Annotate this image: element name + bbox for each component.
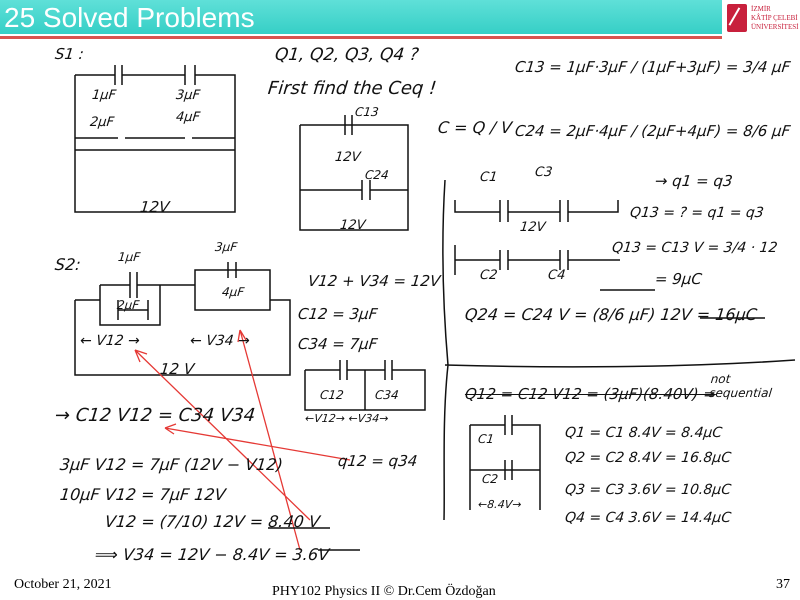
note-c1d: C1 [477,432,495,446]
note-c2a: 2μF [89,115,115,130]
note-c1a: 1μF [91,88,117,103]
note-c12: C12 = 3μF [297,305,379,323]
note-c34b: C34 [374,388,400,402]
note-r1: Q1 = C1 8.4V = 8.4μC [564,425,723,441]
circuit-c12-c34 [304,360,426,411]
title-bar: 25 Solved Problems [0,0,722,34]
note-c3b: C3 [534,165,554,180]
header-rule [0,36,722,39]
note-8.4v: ←8.4V→ [477,498,523,511]
note-q12-q34: q12 = q34 [337,452,419,470]
note-v34: ← V34 → [189,333,251,349]
note-q24: Q24 = C24 V = (8/6 μF) 12V = 16μC [464,305,759,324]
note-s2: S2: [54,255,82,274]
note-eq2: 3μF V12 = 7μF (12V − V12) [59,455,284,474]
underlines [268,289,765,551]
note-12v-b: 12V [334,150,362,165]
circuit-s1 [74,65,236,213]
note-s1: S1 : [54,45,85,63]
note-first: First find the Ceq ! [266,78,438,99]
note-c4c: 4μF [221,285,245,299]
note-r2: Q2 = C2 8.4V = 16.8μC [564,450,732,466]
circuit-s2 [74,262,291,376]
note-eq5: ⟹ V34 = 12V − 8.4V = 3.6V [94,545,331,564]
note-eq1: → C12 V12 = C34 V34 [53,405,257,426]
note-crossed-out: Q12 = C12 V12 = (3μF)(8.40V) = [464,385,717,403]
note-c3a: 3μF [175,88,201,103]
note-cqv: C = Q / V [437,118,513,137]
circuit-c1-c2 [469,415,541,510]
note-r3: Q3 = C3 3.6V = 10.8μC [564,482,732,498]
red-arrows [134,329,351,551]
note-v12: ← V12 → [79,333,141,349]
note-12v-d: 12V [519,220,547,235]
note-eq4: V12 = (7/10) 12V = 8.40 V [104,512,321,531]
note-c2b: C2 [479,268,499,283]
note-12v-a: 12V [139,198,171,216]
note-q13a: Q13 = ? = q1 = q3 [629,205,765,221]
note-12v-f: 12 V [159,360,196,378]
footer-date: October 21, 2021 [14,577,112,592]
note-c12b: C12 [319,388,345,402]
note-sum: V12 + V34 = 12V [307,272,442,290]
note-c2c: 2μF [116,298,140,312]
note-c24-calc: C24 = 2μF·4μF / (2μF+4μF) = 8/6 μF [514,122,792,140]
note-not-sequential: not sequential [708,372,773,400]
note-c1c: 1μF [117,250,141,264]
note-q1-q3: → q1 = q3 [654,172,734,190]
note-c24-label: C24 [364,168,390,182]
circuit-right [454,200,620,275]
note-question: Q1, Q2, Q3, Q4 ? [273,45,420,65]
note-q13b: Q13 = C13 V = 3/4 · 12 [611,240,779,256]
footer-course: PHY102 Physics II © Dr.Cem Özdoğan [272,584,496,599]
slide-title: 25 Solved Problems [4,2,255,33]
note-r4: Q4 = C4 3.6V = 14.4μC [564,510,732,526]
note-q13c: = 9μC [654,270,703,288]
note-c13-calc: C13 = 1μF·3μF / (1μF+3μF) = 3/4 μF [514,58,792,76]
note-eq3: 10μF V12 = 7μF 12V [59,485,227,504]
divider-lines [442,179,796,521]
quill-icon [727,4,747,32]
note-c3c: 3μF [214,240,238,254]
circuit-c13-c24 [299,115,409,231]
note-vv: ←V12→ ←V34→ [304,412,390,425]
note-c13-label: C13 [354,105,380,119]
note-c4b: C4 [547,268,567,283]
note-12v-c: 12V [339,218,367,233]
page-number: 37 [776,577,790,592]
note-c2d: C2 [481,472,499,486]
note-c4a: 4μF [175,110,201,125]
note-c34: C34 = 7μF [297,335,379,353]
note-c1b: C1 [479,170,499,185]
